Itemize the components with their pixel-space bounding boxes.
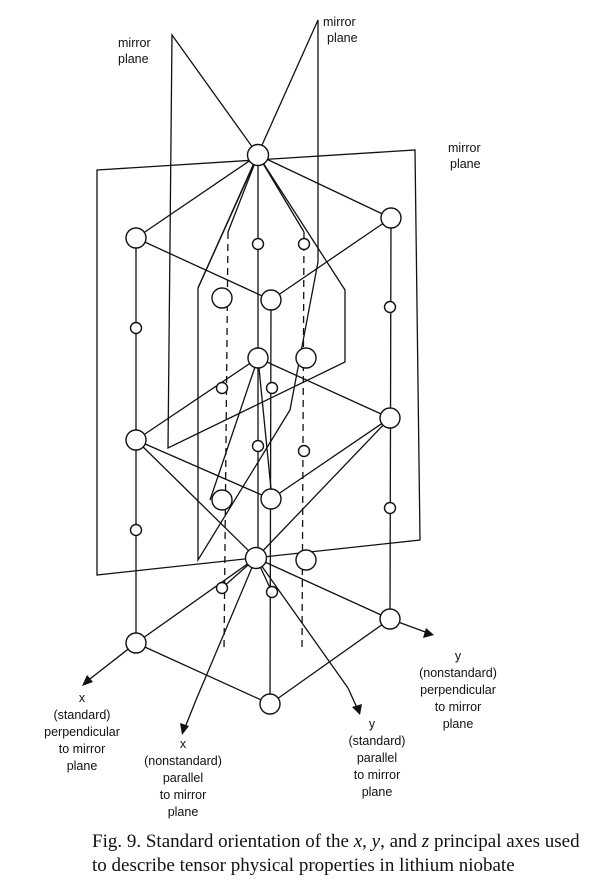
atom-large (295, 347, 317, 369)
label-line: to mirror (59, 742, 106, 756)
label-line: plane (118, 52, 149, 66)
atom-large (211, 489, 233, 511)
atom-large (260, 289, 282, 311)
atom-small (251, 439, 265, 453)
label-line: x (79, 691, 86, 705)
label-line: plane (67, 759, 98, 773)
caption-line-1: Fig. 9. Standard orientation of the x, y… (92, 830, 592, 854)
crystal-structure-diagram: mirror plane mirror plane mirror plane x… (44, 15, 497, 819)
label-line: parallel (163, 771, 203, 785)
label-line: parallel (357, 751, 397, 765)
atom-small (297, 237, 311, 251)
atom-large (379, 608, 401, 630)
label-mirror-plane-top: mirror plane (323, 15, 358, 45)
mirror-plane-left (167, 33, 346, 450)
atom-small (129, 523, 143, 537)
large-atoms (125, 143, 402, 715)
dashed-lines (223, 231, 305, 653)
atom-large (260, 488, 282, 510)
mirror-plane-large (96, 149, 421, 576)
label-line: (standard) (349, 734, 406, 748)
label-line: (nonstandard) (144, 754, 222, 768)
label-line: (standard) (54, 708, 111, 722)
small-atoms (129, 237, 397, 599)
atom-small (265, 585, 279, 599)
atom-large (244, 546, 268, 570)
label-line: mirror (118, 36, 151, 50)
atom-large (247, 347, 269, 369)
atom-small (265, 381, 279, 395)
x-nonstandard-arrowhead (180, 723, 189, 735)
caption-sep: , (362, 831, 372, 852)
label-mirror-plane-left: mirror plane (118, 36, 151, 66)
caption-prefix: Fig. 9. Standard orientation of the (92, 831, 354, 852)
caption-x: x (353, 831, 363, 852)
label-y-standard: y (standard) parallel to mirror plane (349, 717, 406, 799)
label-line: mirror (448, 141, 481, 155)
label-x-nonstandard: x (nonstandard) parallel to mirror plane (144, 737, 222, 819)
label-line: plane (168, 805, 199, 819)
label-line: perpendicular (44, 725, 120, 739)
label-line: to mirror (354, 768, 401, 782)
y-nonstandard-arrowhead (423, 628, 434, 638)
label-line: x (180, 737, 187, 751)
atom-large (125, 227, 147, 249)
label-line: perpendicular (420, 683, 496, 697)
caption-y: y (371, 831, 381, 852)
atom-large (380, 207, 402, 229)
structure-lines (135, 154, 392, 705)
atom-large (125, 429, 147, 451)
atom-small (215, 381, 229, 395)
y-standard-arrowhead (352, 704, 362, 715)
label-line: plane (327, 31, 358, 45)
caption-sep: , and (380, 831, 422, 852)
atom-large (259, 693, 281, 715)
atom-small (383, 300, 397, 314)
label-mirror-plane-right: mirror plane (448, 141, 481, 171)
label-line: to mirror (435, 700, 482, 714)
atom-small (129, 321, 143, 335)
caption-suffix: principal axes used (429, 831, 580, 852)
caption-z: z (421, 831, 430, 852)
label-y-nonstandard: y (nonstandard) perpendicular to mirror … (419, 649, 497, 731)
atom-large (295, 549, 317, 571)
atom-small (297, 444, 311, 458)
label-line: plane (443, 717, 474, 731)
atom-large (211, 287, 233, 309)
atom-large (125, 632, 147, 654)
atom-large (379, 407, 401, 429)
caption-line-2: to describe tensor physical properties i… (92, 855, 515, 876)
label-line: plane (450, 157, 481, 171)
atom-small (215, 581, 229, 595)
label-line: mirror (323, 15, 356, 29)
atom-small (251, 237, 265, 251)
x-standard-arrowhead (82, 675, 93, 686)
label-line: (nonstandard) (419, 666, 497, 680)
label-line: y (369, 717, 376, 731)
label-line: y (455, 649, 462, 663)
label-line: plane (362, 785, 393, 799)
label-line: to mirror (160, 788, 207, 802)
atom-large (246, 143, 270, 167)
figure-caption: Fig. 9. Standard orientation of the x, y… (92, 830, 592, 878)
atom-small (383, 501, 397, 515)
label-x-standard: x (standard) perpendicular to mirror pla… (44, 691, 120, 773)
